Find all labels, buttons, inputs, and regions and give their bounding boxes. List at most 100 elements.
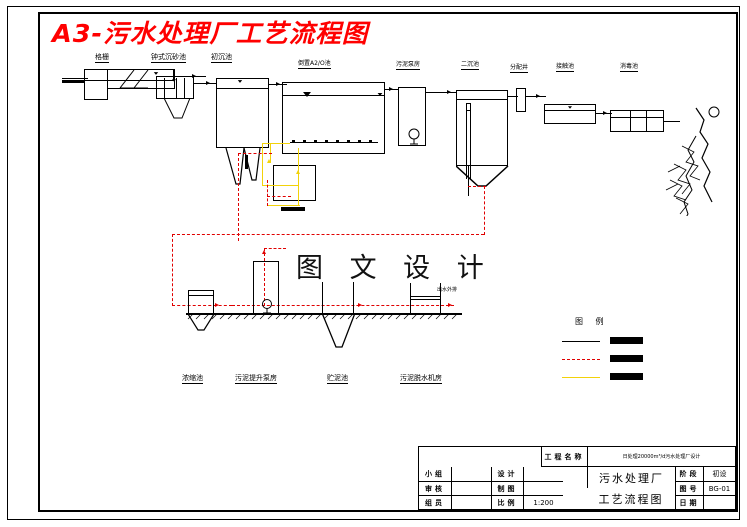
- contact-tank-water-line: [544, 110, 596, 111]
- secondary-clarifier-hopper-icon: [456, 166, 509, 187]
- thickener-water-line: [188, 295, 214, 296]
- ras-line-horizontal-a: [262, 143, 290, 144]
- label-sludge-storage-tank: 贮泥池: [327, 374, 348, 384]
- bar-screen-channel: [84, 69, 174, 81]
- tb-label-dwgno: 图号: [675, 481, 703, 495]
- primary-clarifier-body: [216, 78, 269, 148]
- water-level-marker-4: [303, 92, 311, 97]
- storage-tank-hopper-icon: [321, 313, 356, 348]
- sludge-arrow-icon-4: [358, 302, 362, 307]
- watermark-text: 图 文 设 计: [296, 253, 493, 284]
- flow-arrow-3-icon: [276, 81, 280, 86]
- sludge-pump-house-body: [398, 87, 426, 146]
- label-dewatering-room: 污泥脱水机房: [400, 374, 442, 384]
- ras-arrow-icon: [267, 159, 271, 163]
- secondary-clarifier-water-line: [456, 99, 508, 100]
- a2o-diffuser-header: [290, 142, 378, 143]
- inlet-pipe-marker: [62, 80, 84, 83]
- tb-label-drafting: 制图: [491, 481, 523, 495]
- disinfection-tank-body: [610, 110, 664, 132]
- tb-value-drafting: [523, 481, 563, 495]
- dewatering-left-wall: [410, 283, 411, 314]
- tb-owner-line2: 工艺流程图: [598, 492, 664, 506]
- sludge-return-to-thickener: [172, 305, 232, 306]
- diffuser-dot: [358, 140, 361, 143]
- flow-line-clarifier-to-well: [508, 96, 518, 97]
- tb-label-stage: 阶段: [675, 467, 703, 481]
- tb-owner-line1: 污水处理厂: [587, 467, 675, 488]
- tb-value-member: [451, 495, 491, 509]
- sludge-arrow-icon-3: [448, 302, 452, 307]
- flow-line-grit-to-primary: [194, 83, 216, 84]
- sludge-arrow-icon-1: [215, 302, 219, 307]
- drawing-title: A3-污水处理厂工艺流程图: [52, 19, 369, 48]
- ras-arrow-icon-2: [296, 170, 300, 174]
- ground-line: [186, 313, 462, 315]
- sludge-return-top-line: [172, 234, 484, 235]
- legend-swatch-water: [610, 337, 643, 344]
- bar-screen-right-wall: [174, 69, 175, 89]
- primary-clarifier-water-line: [216, 88, 269, 89]
- label-contact-tank: 接触池: [556, 63, 575, 72]
- tb-value-review: [451, 481, 491, 495]
- legend-swatch-sludge: [610, 355, 643, 362]
- ras-line-vertical-c: [298, 148, 299, 206]
- tb-label-member: 组员: [419, 495, 451, 509]
- inlet-line-top: [62, 78, 88, 79]
- flow-arrow-5-icon: [447, 89, 451, 94]
- water-level-marker-2: [172, 79, 176, 82]
- water-level-marker-6: [568, 106, 572, 109]
- water-level-marker-5: [377, 93, 383, 96]
- project-name-label: 工程名称: [541, 447, 587, 467]
- river-outfall-bank-icon: [665, 106, 720, 216]
- tb-label-group: 小组: [425, 470, 445, 478]
- label-disinfection-tank: 消毒池: [620, 63, 639, 72]
- grit-wall-a: [164, 78, 165, 98]
- grit-wall-b: [176, 78, 177, 98]
- sludge-return-left-drop: [172, 234, 173, 306]
- flow-arrow-7-icon: [603, 110, 607, 115]
- primary-sludge-draw-icon: [245, 155, 248, 169]
- distribution-well-body: [516, 88, 526, 112]
- outfall-line: [664, 121, 680, 122]
- tb-value-stage: 初设: [703, 467, 735, 481]
- disinfection-water-line: [610, 117, 664, 118]
- grit-wall-c: [184, 78, 185, 98]
- legend-line-water: [562, 341, 600, 342]
- diffuser-dot: [314, 140, 317, 143]
- label-primary-clarifier: 初沉池: [211, 53, 232, 63]
- label-distribution-well: 分配井: [510, 64, 529, 73]
- thickener-hopper-icon: [188, 314, 215, 331]
- tb-value-design: [523, 467, 563, 481]
- scraper-shaft-right: [470, 111, 471, 179]
- flow-arrow-1-icon: [192, 73, 196, 78]
- blower-base-icon: [281, 207, 305, 211]
- blower-room-body: [273, 165, 316, 201]
- diffuser-dot: [347, 140, 350, 143]
- sludge-lower-run: [232, 305, 454, 306]
- flow-arrow-4-icon: [389, 86, 393, 91]
- grit-hopper-icon: [163, 98, 191, 119]
- sludge-line-a2o-down: [238, 153, 239, 241]
- dewatering-platform-2: [410, 299, 440, 300]
- water-level-marker-1: [153, 72, 159, 75]
- tb-value-scale: 1:200: [523, 495, 563, 509]
- a2o-water-line: [282, 95, 385, 96]
- legend-line-sludge: [562, 359, 600, 360]
- flow-arrow-6-icon: [536, 93, 540, 98]
- flow-arrow-2-icon: [206, 80, 210, 85]
- clarifier-center-well-icon: [466, 103, 471, 111]
- diffuser-dot: [325, 140, 328, 143]
- sludge-branch-horizontal: [264, 248, 286, 249]
- label-a2o-tank: 倒置A2/O池: [298, 60, 331, 69]
- ras-line-vertical-b: [262, 143, 263, 185]
- storage-tank-left-wall: [322, 282, 323, 314]
- water-level-marker-3: [237, 80, 243, 83]
- label-sludge-lift-pump: 污泥提升泵房: [235, 374, 277, 384]
- diffuser-dot: [336, 140, 339, 143]
- sheet-inner-border: [38, 12, 738, 512]
- dewatering-platform: [410, 296, 440, 297]
- grit-chamber-body: [156, 76, 194, 99]
- sludge-return-clarifier-tap: [468, 186, 486, 187]
- ras-line-horizontal-b: [262, 185, 298, 186]
